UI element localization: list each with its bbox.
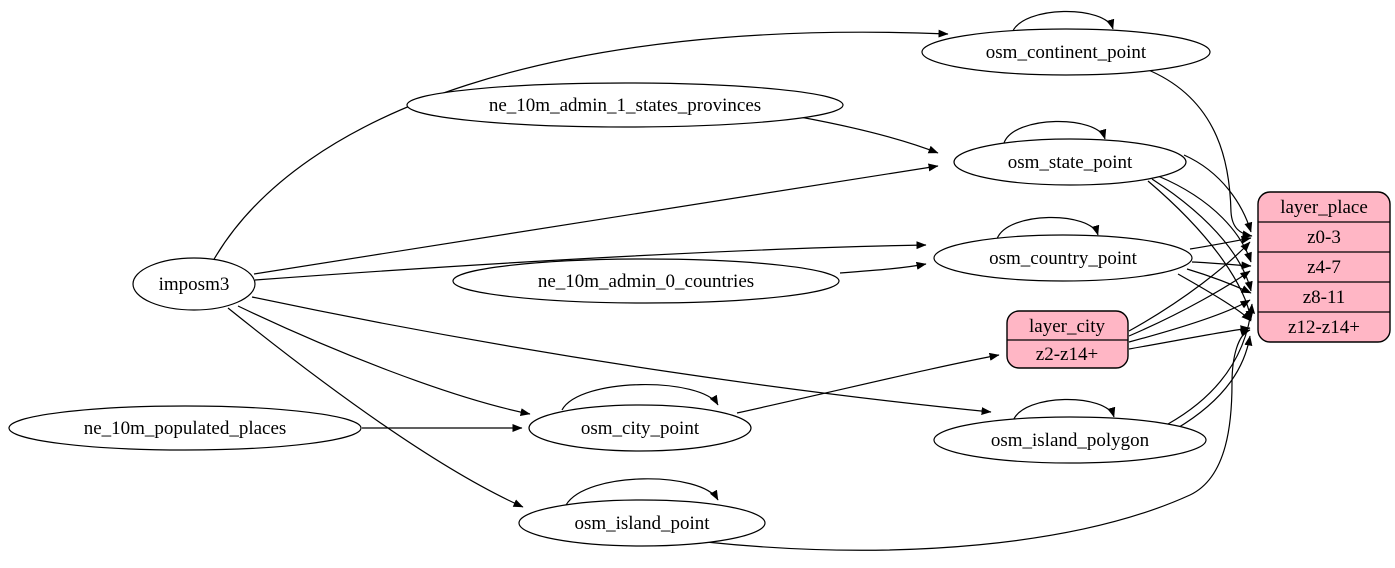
edge-osm_state_point-to-layer_place-z0-3	[1183, 154, 1253, 233]
node-ne_10m_populated_places: ne_10m_populated_places	[8, 405, 362, 451]
self-loop-osm_country_point	[996, 216, 1100, 240]
osm_island_point-label: osm_island_point	[574, 513, 710, 534]
edge-imposm3-to-osm_island_polygon	[251, 296, 992, 416]
osm_island_point-ellipse	[518, 499, 766, 547]
node-imposm3: imposm3	[132, 257, 256, 311]
self-loop-osm_island_point	[565, 478, 719, 506]
osm_continent_point-ellipse	[921, 28, 1211, 76]
edge-layer_city-to-layer_place-z4-7	[1128, 270, 1251, 337]
edge-osm_country_point-to-layer_place-z8-11	[1186, 268, 1252, 294]
layer_place-row-z4-7: z4-7	[1307, 257, 1341, 278]
edge-osm_island_point-to-layer_place-z12-z14	[705, 329, 1251, 551]
layer_place-title: layer_place	[1280, 197, 1368, 218]
node-ne_10m_admin_0_countries: ne_10m_admin_0_countries	[452, 258, 840, 304]
osm_island_polygon-ellipse	[933, 416, 1207, 464]
osm_state_point-label: osm_state_point	[1008, 152, 1133, 173]
osm_city_point-label: osm_city_point	[581, 418, 700, 439]
node-osm_country_point: osm_country_point	[933, 234, 1193, 282]
edge-layer_city-to-layer_place-z8-11	[1128, 299, 1251, 343]
node-osm_island_polygon: osm_island_polygon	[933, 416, 1207, 464]
node-osm_city_point: osm_city_point	[528, 404, 752, 452]
layer_place-row-z0-3: z0-3	[1307, 227, 1341, 248]
edge-osm_state_point-to-layer_place-z8-11	[1151, 178, 1253, 292]
record-layer_city: layer_city z2-z14+	[1006, 310, 1129, 369]
osm_continent_point-label: osm_continent_point	[986, 42, 1147, 63]
ne_10m_admin_1_states_provinces-ellipse	[406, 82, 844, 128]
ne_10m_admin_1_states_provinces-label: ne_10m_admin_1_states_provinces	[489, 95, 761, 116]
edge-imposm3-to-osm_city_point	[237, 305, 531, 417]
edge-imposm3-to-osm_island_point	[227, 307, 524, 508]
edge-ne_10m_admin_0_countries-to-osm_country_point	[839, 261, 927, 274]
edge-osm_state_point-to-layer_place-z4-7	[1157, 175, 1252, 263]
edge-osm_city_point-to-layer_city-z2-z14	[736, 352, 1000, 414]
ne_10m_admin_0_countries-label: ne_10m_admin_0_countries	[538, 271, 754, 292]
self-loop-osm_continent_point	[1011, 10, 1115, 34]
edge-osm_country_point-to-layer_place-z4-7	[1191, 261, 1252, 270]
imposm3-label: imposm3	[159, 274, 230, 295]
edge-ne_10m_admin_1_states_provinces-to-osm_state_point	[799, 116, 939, 154]
layer_place-box	[1257, 191, 1391, 343]
imposm3-ellipse	[132, 257, 256, 311]
node-osm_island_point: osm_island_point	[518, 499, 766, 547]
edge-osm_country_point-to-layer_place-z12-z14	[1177, 273, 1252, 322]
osm_country_point-ellipse	[933, 234, 1193, 282]
ne_10m_populated_places-ellipse	[8, 405, 362, 451]
edge-osm_island_polygon-to-layer_place-z12-z14	[1175, 335, 1253, 430]
osm_island_polygon-label: osm_island_polygon	[991, 430, 1150, 451]
node-osm_state_point: osm_state_point	[953, 138, 1187, 186]
osm_city_point-ellipse	[528, 404, 752, 452]
node-ne_10m_admin_1_states_provinces: ne_10m_admin_1_states_provinces	[406, 82, 844, 128]
layer_place-row-z12-z14: z12-z14+	[1288, 317, 1360, 338]
osm_country_point-label: osm_country_point	[989, 248, 1137, 269]
record-layer_place: layer_place z0-3 z4-7 z8-11 z12-z14+	[1257, 191, 1391, 343]
self-loop-osm_state_point	[1003, 120, 1107, 144]
self-loop-osm_city_point	[561, 384, 719, 411]
ne_10m_populated_places-label: ne_10m_populated_places	[84, 418, 287, 439]
layer_city-title: layer_city	[1029, 316, 1105, 337]
edge-imposm3-to-osm_country_point	[254, 241, 927, 281]
edge-osm_country_point-to-layer_place-z0-3	[1189, 235, 1252, 250]
ne_10m_admin_0_countries-ellipse	[452, 258, 840, 304]
self-loop-osm_island_polygon	[1012, 398, 1116, 422]
edge-osm_continent_point-to-layer_place-z0-3	[1145, 68, 1253, 239]
layer_place-row-z8-11: z8-11	[1303, 287, 1346, 308]
edge-imposm3-to-osm_continent_point	[212, 29, 949, 262]
node-osm_continent_point: osm_continent_point	[921, 28, 1211, 76]
edge-layer_city-to-layer_place-z0-3	[1128, 241, 1251, 332]
osm_state_point-ellipse	[953, 138, 1187, 186]
layer_city-row-z2-z14: z2-z14+	[1036, 344, 1098, 365]
edge-osm_island_polygon-to-layer_place-z8-11	[1167, 303, 1256, 425]
